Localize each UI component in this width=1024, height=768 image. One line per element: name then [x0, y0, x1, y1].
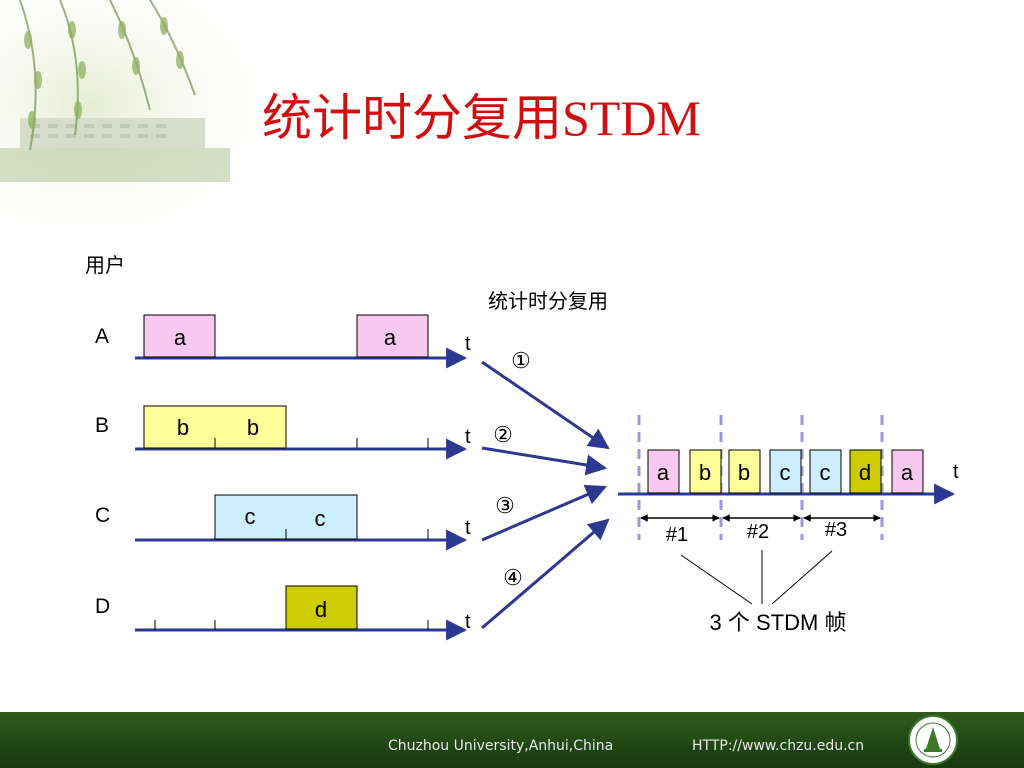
slot-a-2: [356, 314, 429, 358]
channel-number-1: ①: [511, 348, 531, 373]
channel-number-2: ②: [493, 422, 513, 447]
slot-a-1: [143, 314, 216, 358]
out-slot-4: [769, 449, 802, 494]
campus-willow-image: [0, 0, 300, 230]
footer-university: Chuzhou University,Anhui,China: [388, 738, 614, 754]
slot-b-1-label: b: [177, 415, 189, 440]
title-latin: STDM: [562, 90, 701, 146]
user-row-c: C c c t: [95, 494, 471, 551]
slot-d-1-label: d: [315, 597, 327, 622]
out-slot-6-label: d: [859, 460, 871, 485]
user-name-c: C: [95, 504, 110, 527]
time-label-c: t: [465, 517, 471, 539]
footer-bar: [0, 712, 1024, 768]
out-slot-5-label: c: [820, 460, 831, 485]
out-slot-4-label: c: [780, 460, 791, 485]
time-label-b: t: [465, 426, 471, 448]
channel-arrow-3: [481, 484, 607, 542]
slot-c-1-label: c: [245, 504, 256, 529]
out-slot-3: [728, 449, 761, 494]
out-slot-5: [809, 449, 842, 494]
out-slot-2: [689, 449, 722, 494]
frame-label-3: #3: [825, 519, 847, 541]
stdm-output: a b b c c d a t #1 #2 #3 3 个 STDM 帧: [618, 415, 959, 635]
channel-number-4: ④: [503, 565, 523, 590]
frames-caption: 3 个 STDM 帧: [710, 610, 847, 635]
slot-a-2-label: a: [384, 325, 397, 350]
time-label-a: t: [465, 333, 471, 355]
channel-arrow-4: [481, 518, 610, 630]
user-name-d: D: [95, 595, 110, 618]
out-slot-1: [647, 449, 680, 494]
slot-d-block: [285, 585, 358, 630]
channel-number-3: ③: [495, 493, 515, 518]
out-slot-7-label: a: [901, 460, 914, 485]
user-row-a: A a a t: [95, 314, 471, 369]
channel-arrow-2: [481, 446, 608, 476]
stdm-time-label: t: [953, 461, 959, 483]
university-seal-icon: [908, 715, 958, 765]
frame-label-2: #2: [747, 521, 769, 543]
out-slot-6: [849, 449, 882, 494]
footer-url: HTTP://www.chzu.edu.cn: [692, 738, 865, 754]
slot-a-1-label: a: [174, 325, 187, 350]
out-slot-3-label: b: [738, 460, 750, 485]
user-name-b: B: [95, 414, 109, 437]
caption-leader-3: [771, 550, 833, 605]
stdm-diagram: 用户 统计时分复用 A a a t B b b t C c c t D: [85, 254, 959, 641]
users-label: 用户: [85, 254, 125, 277]
user-row-b: B b b t: [95, 405, 471, 460]
user-name-a: A: [95, 325, 109, 348]
slide-title: 统计时分复用STDM: [262, 78, 701, 150]
frame-label-1: #1: [666, 524, 688, 546]
out-slot-2-label: b: [699, 460, 711, 485]
caption-leader-1: [680, 554, 753, 605]
title-cjk: 统计时分复用: [262, 89, 562, 147]
slot-b-2-label: b: [247, 415, 259, 440]
user-row-d: D d t: [95, 585, 471, 641]
slot-c-2-label: c: [315, 506, 326, 531]
out-slot-1-label: a: [657, 460, 670, 485]
channel-arrow-1: [481, 360, 610, 450]
time-label-d: t: [465, 611, 471, 633]
out-slot-7: [891, 449, 924, 494]
mux-label: 统计时分复用: [488, 290, 608, 313]
